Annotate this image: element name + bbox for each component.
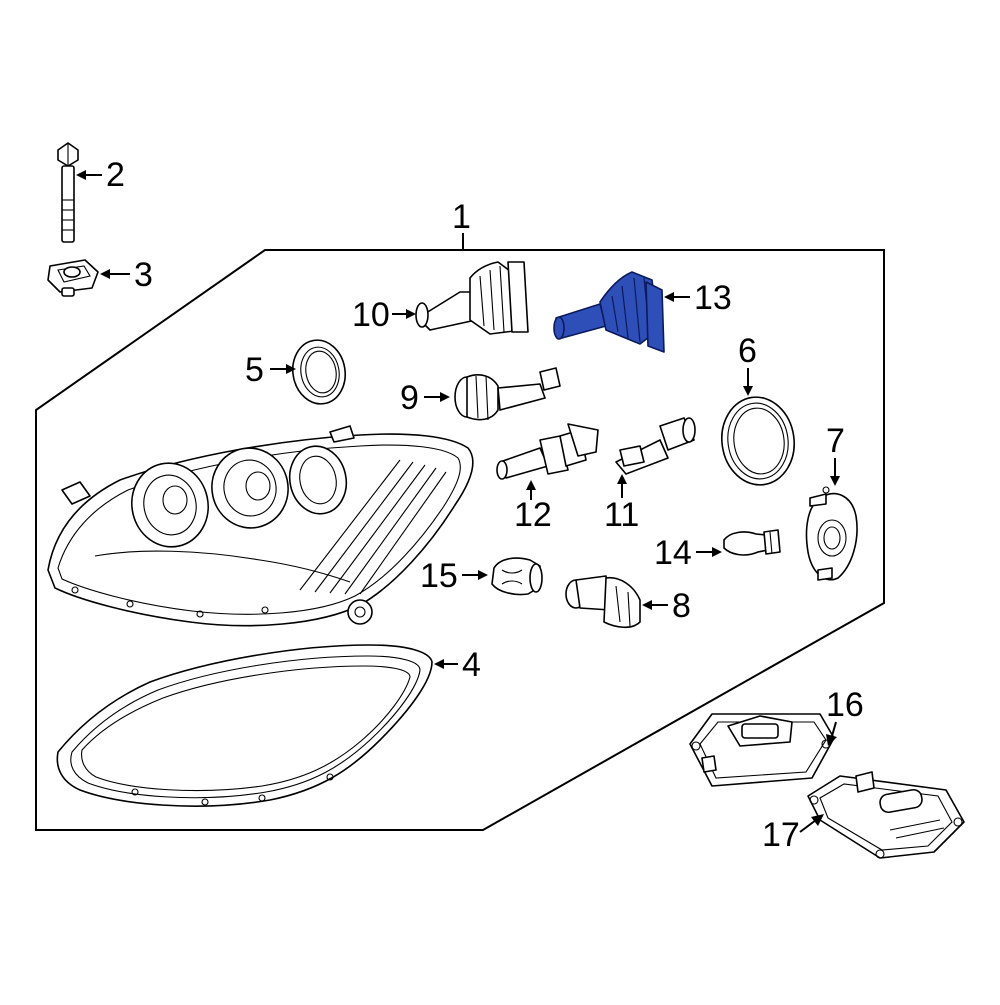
callout-label-13: 13 <box>694 279 732 317</box>
part-11-bulb[interactable] <box>615 417 696 475</box>
callout-label-2: 2 <box>106 156 125 194</box>
part-6-retaining-ring[interactable] <box>716 392 800 489</box>
part-10-bulb[interactable] <box>415 261 529 335</box>
callout-label-15: 15 <box>420 557 458 595</box>
callout-label-6: 6 <box>738 332 757 370</box>
callout-7[interactable]: 7 <box>826 422 845 486</box>
callout-4[interactable]: 4 <box>434 646 481 684</box>
callout-12[interactable]: 12 <box>514 480 552 534</box>
callout-13[interactable]: 13 <box>664 279 732 317</box>
part-13-bulb-highlighted[interactable] <box>553 271 665 353</box>
part-16-ballast-module[interactable] <box>689 713 835 787</box>
callout-3[interactable]: 3 <box>100 256 153 294</box>
callout-5[interactable]: 5 <box>245 351 296 389</box>
callout-label-12: 12 <box>514 496 552 534</box>
callout-label-1: 1 <box>452 198 471 236</box>
callout-label-11: 11 <box>604 496 639 534</box>
callout-label-10: 10 <box>352 296 390 334</box>
part-5-seal-ring[interactable] <box>288 336 350 408</box>
part-12-bulb[interactable] <box>496 423 599 480</box>
callout-8[interactable]: 8 <box>642 587 691 625</box>
part-3-clip-nut[interactable] <box>47 259 99 297</box>
part-14-small-bulb[interactable] <box>723 529 781 556</box>
callout-11[interactable]: 11 <box>604 474 639 534</box>
callout-label-3: 3 <box>134 256 153 294</box>
callout-label-8: 8 <box>672 587 691 625</box>
part-9-bulb[interactable] <box>454 367 561 421</box>
callout-14[interactable]: 14 <box>654 534 722 572</box>
part-15-wedge-bulb[interactable] <box>491 557 543 596</box>
callout-1[interactable]: 1 <box>452 198 471 250</box>
callout-label-4: 4 <box>462 646 481 684</box>
callout-2[interactable]: 2 <box>76 156 125 194</box>
callout-15[interactable]: 15 <box>420 557 488 595</box>
callout-10[interactable]: 10 <box>352 296 416 334</box>
callout-label-7: 7 <box>826 422 845 460</box>
callout-9[interactable]: 9 <box>400 379 450 417</box>
callout-6[interactable]: 6 <box>738 332 757 396</box>
part-17-control-module[interactable] <box>807 771 965 859</box>
callout-label-16: 16 <box>826 686 864 724</box>
callout-label-5: 5 <box>245 351 264 389</box>
callout-17[interactable]: 17 <box>762 814 824 854</box>
headlamp-housing[interactable] <box>47 425 474 627</box>
callout-label-9: 9 <box>400 379 419 417</box>
part-4-lens-cover[interactable] <box>56 644 433 807</box>
callout-label-14: 14 <box>654 534 692 572</box>
assembly-frame <box>35 249 885 831</box>
callout-16[interactable]: 16 <box>826 686 864 746</box>
part-2-bolt[interactable] <box>57 142 79 243</box>
callout-label-17: 17 <box>762 816 800 854</box>
part-7-cover-cap[interactable] <box>805 486 858 581</box>
part-8-socket[interactable] <box>565 575 641 629</box>
